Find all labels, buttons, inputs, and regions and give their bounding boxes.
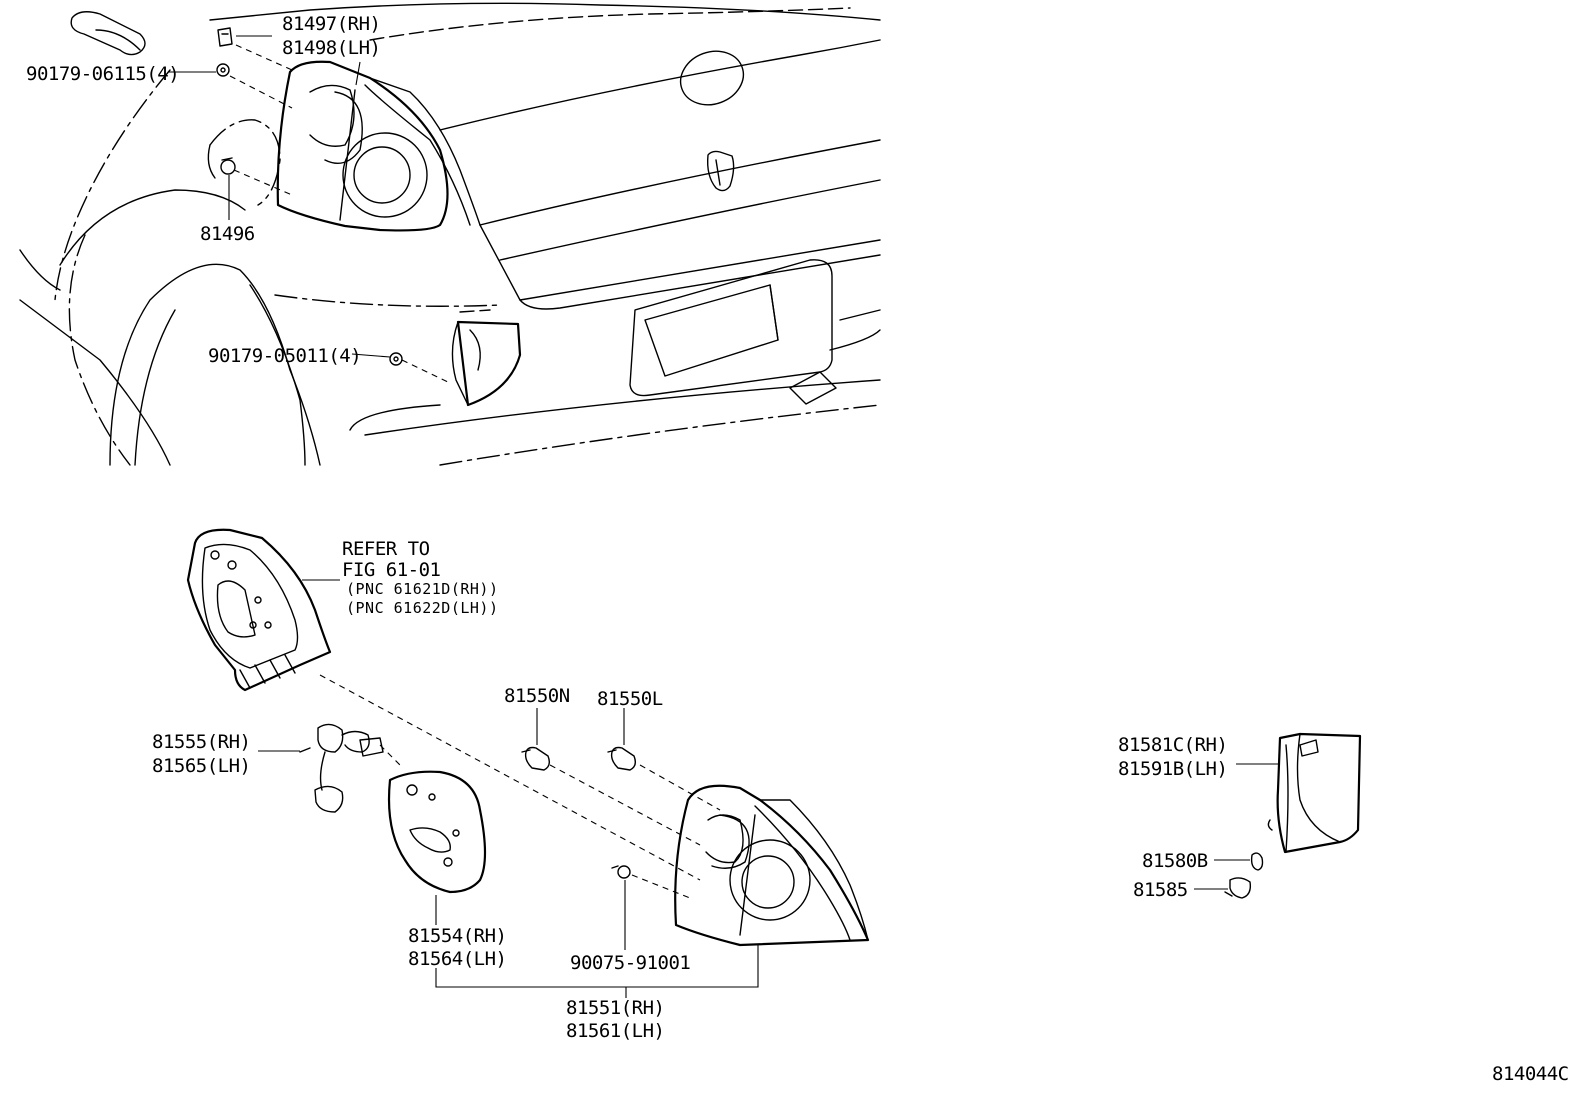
tail-lamp-assembly-drawing	[674, 784, 870, 947]
label-90179-05011: 90179-05011(4)	[208, 345, 361, 367]
figure-id: 814044C	[1492, 1063, 1569, 1085]
reflector-drawing	[1224, 732, 1362, 899]
label-81565: 81565(LH)	[152, 755, 250, 777]
label-81555: 81555(RH)	[152, 731, 250, 753]
gasket-drawing	[387, 770, 487, 894]
vehicle-rear-drawing	[19, 2, 881, 466]
label-81498: 81498(LH)	[282, 37, 380, 59]
label-fig-61-01: FIG 61-01	[342, 559, 441, 581]
screw-drawing	[611, 865, 631, 879]
right-leaders	[1194, 763, 1280, 890]
label-81554: 81554(RH)	[408, 925, 506, 947]
label-81580b: 81580B	[1142, 850, 1208, 872]
label-pnc-rh: (PNC 61621D(RH))	[346, 580, 499, 598]
label-81550n: 81550N	[504, 685, 570, 707]
label-81551: 81551(RH)	[566, 997, 664, 1019]
label-81581c: 81581C(RH)	[1118, 734, 1227, 756]
label-81496: 81496	[200, 223, 255, 245]
label-pnc-lh: (PNC 61622D(LH))	[346, 599, 499, 617]
back-panel-drawing	[186, 528, 332, 692]
bottom-leaders	[258, 579, 759, 998]
top-small-parts	[216, 27, 403, 366]
label-81564: 81564(LH)	[408, 948, 506, 970]
label-81497: 81497(RH)	[282, 13, 380, 35]
label-90075-91001: 90075-91001	[570, 952, 690, 974]
bulbs-drawing	[521, 746, 637, 771]
label-81591b: 81591B(LH)	[1118, 758, 1227, 780]
label-81561: 81561(LH)	[566, 1020, 664, 1042]
label-90179-06115: 90179-06115(4)	[26, 63, 179, 85]
top-leaders	[169, 35, 451, 384]
socket-wire-drawing	[299, 723, 384, 813]
label-81550l: 81550L	[597, 688, 663, 710]
label-refer-to: REFER TO	[342, 538, 430, 560]
label-81585: 81585	[1133, 879, 1188, 901]
